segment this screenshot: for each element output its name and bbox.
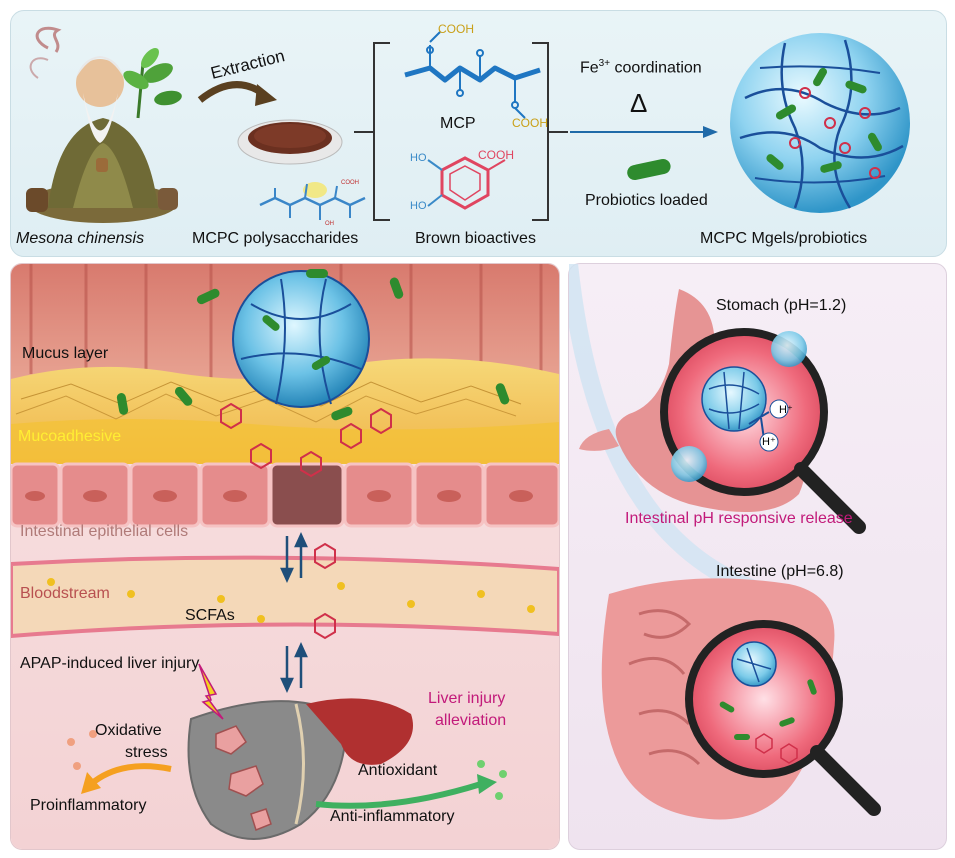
extraction-arrow: [197, 81, 277, 106]
mgels-label: MCPC Mgels/probiotics: [700, 230, 868, 247]
bloodstream-label: Bloodstream: [20, 585, 110, 602]
bracket-right: [532, 42, 568, 221]
proinflammatory-label: Proinflammatory: [30, 797, 147, 814]
brown-bioactives-label: Brown bioactives: [415, 230, 536, 247]
release-panel: [560, 263, 947, 850]
sage-figure: [26, 26, 182, 223]
liver-alleviation-line1: Liver injury: [428, 690, 506, 707]
mcpc-polysaccharides-label: MCPC polysaccharides: [192, 230, 359, 247]
svg-text:OH: OH: [325, 221, 334, 227]
scfas-label: SCFAs: [185, 607, 235, 624]
powder-dish: [237, 119, 343, 165]
oxidative-label-line1: Oxidative: [95, 722, 162, 739]
mucus-layer-label: Mucus layer: [22, 345, 109, 362]
mesona-label: Mesona chinensis: [16, 230, 145, 247]
bracket: [354, 42, 390, 221]
intestine-label: Intestine (pH=6.8): [716, 563, 844, 580]
stomach-label: Stomach (pH=1.2): [716, 297, 847, 314]
liver-alleviation-line2: alleviation: [435, 712, 507, 729]
release-illustration: [560, 263, 881, 820]
intestine-mechanism-panel: [10, 263, 560, 850]
mcp-cooh-bottom: COOH: [512, 116, 548, 130]
coordination-arrow: [570, 126, 718, 138]
mucoadhesive-label: Mucoadhesive: [18, 428, 122, 445]
mcp-structure: [404, 31, 541, 119]
epithelial-cells-label: Intestinal epithelial cells: [20, 523, 189, 540]
brown-bioactive-structure: [427, 156, 506, 210]
brown-ho-2: HO: [410, 200, 427, 212]
anti-inflammatory-label: Anti-inflammatory: [330, 808, 455, 825]
microgel-sphere: [730, 33, 910, 213]
antioxidant-label: Antioxidant: [358, 762, 438, 779]
release-label: Intestinal pH responsive release: [625, 510, 853, 527]
fe-coordination-label: Fe3+ coordination: [580, 58, 702, 77]
oxidative-label-line2: stress: [125, 744, 168, 761]
hplus-1: H⁺: [779, 404, 793, 416]
brown-ho-1: HO: [410, 152, 427, 164]
probiotics-loaded-label: Probiotics loaded: [585, 192, 708, 209]
apap-label: APAP-induced liver injury: [20, 655, 200, 672]
mcp-cooh-top: COOH: [438, 22, 474, 36]
heat-symbol: Δ: [630, 88, 648, 118]
probiotic-icon: [627, 158, 671, 181]
intestine-illustration: [11, 264, 559, 849]
mcp-label: MCP: [440, 115, 476, 132]
brown-cooh: COOH: [478, 148, 514, 162]
polysaccharide-chain: COOH OH: [259, 180, 366, 227]
hplus-2: H⁺: [762, 436, 776, 448]
svg-text:COOH: COOH: [341, 180, 359, 186]
